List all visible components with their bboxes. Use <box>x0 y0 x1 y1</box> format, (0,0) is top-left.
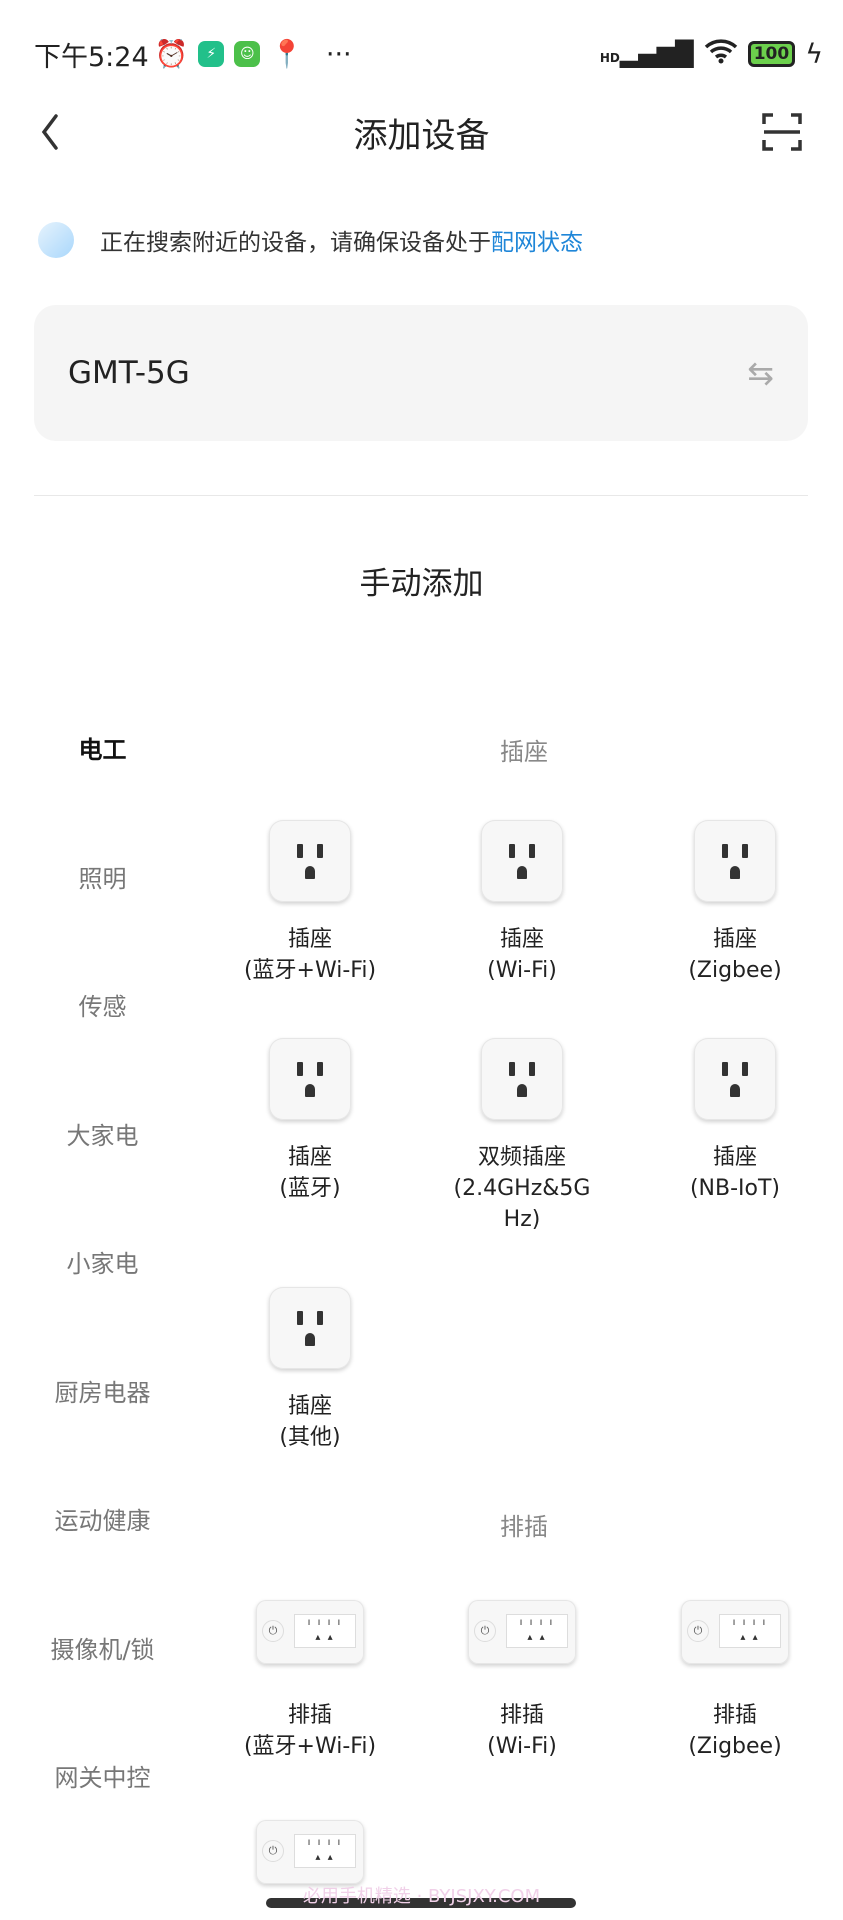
device-item[interactable]: 插座 (Zigbee) <box>625 820 843 986</box>
divider <box>34 495 808 496</box>
device-item[interactable]: 插座 (NB-IoT) <box>625 1038 843 1204</box>
wifi-icon <box>704 38 738 71</box>
green-app-icon: ☺ <box>234 41 261 67</box>
power-strip-icon: ⏻ı ı ı ı▴ ▴ <box>468 1600 576 1664</box>
scan-button[interactable] <box>762 112 802 152</box>
socket-icon <box>694 1038 776 1120</box>
sidebar-item[interactable]: 小家电 <box>66 1250 139 1278</box>
device-name: 插座 <box>287 1394 332 1419</box>
sidebar-item[interactable]: 网关中控 <box>54 1764 151 1792</box>
status-bar: 下午5:24 ⏰ ⚡ ☺ 📍 ··· HD▂▄▆█ 100 ϟ <box>34 32 823 76</box>
socket-icon <box>269 1287 351 1369</box>
socket-icon <box>481 820 563 902</box>
device-protocol: (蓝牙+Wi-Fi) <box>243 1734 377 1759</box>
device-name: 插座 <box>712 1145 757 1170</box>
more-notifications: ··· <box>325 38 352 70</box>
device-name: 插座 <box>712 927 757 952</box>
socket-icon <box>269 1038 351 1120</box>
back-button[interactable] <box>34 110 68 154</box>
device-protocol: (蓝牙) <box>279 1176 341 1201</box>
device-protocol: (Wi-Fi) <box>487 958 557 983</box>
wifi-selector[interactable]: GMT-5G ⇆ <box>34 305 808 441</box>
device-protocol: (Wi-Fi) <box>487 1734 557 1759</box>
network-mode-link[interactable]: 配网状态 <box>491 230 583 256</box>
sidebar-item[interactable]: 厨房电器 <box>54 1378 151 1407</box>
device-name: 插座 <box>287 927 332 952</box>
map-app-icon: 📍 <box>270 39 304 70</box>
device-protocol: (其他) <box>279 1425 341 1450</box>
power-strip-icon: ⏻ı ı ı ı▴ ▴ <box>681 1600 789 1664</box>
device-name: 排插 <box>287 1703 332 1728</box>
device-item[interactable]: ⏻ı ı ı ı▴ ▴ 排插 (Wi-Fi) <box>412 1600 632 1762</box>
search-hint: 正在搜索附近的设备，请确保设备处于配网状态 <box>38 222 583 258</box>
device-name: 插座 <box>499 927 544 952</box>
swap-icon[interactable]: ⇆ <box>747 354 774 392</box>
wifi-ssid: GMT-5G <box>68 355 190 391</box>
power-icon: ⏻ <box>687 1620 709 1642</box>
manual-add-title: 手动添加 <box>359 566 484 602</box>
socket-icon <box>269 820 351 902</box>
device-protocol-cont: Hz) <box>503 1207 541 1232</box>
watermark: 必用手机精选 · BYJSJXY.COM <box>302 1886 541 1907</box>
device-item[interactable]: ⏻ı ı ı ı▴ ▴ <box>200 1820 420 1920</box>
hd-label: HD <box>599 51 620 65</box>
power-strip-icon: ⏻ı ı ı ı▴ ▴ <box>256 1600 364 1664</box>
device-name: 插座 <box>287 1145 332 1170</box>
power-strip-icon: ⏻ı ı ı ı▴ ▴ <box>256 1820 364 1884</box>
device-protocol: (蓝牙+Wi-Fi) <box>243 958 377 983</box>
sidebar-item[interactable]: 运动健康 <box>54 1507 151 1535</box>
device-item[interactable]: 插座 (蓝牙) <box>200 1038 420 1204</box>
alarm-icon: ⏰ <box>154 39 189 70</box>
loading-spinner-icon <box>38 222 74 258</box>
home-indicator[interactable] <box>266 1898 576 1908</box>
socket-icon <box>694 820 776 902</box>
device-name: 双频插座 <box>477 1145 566 1170</box>
sidebar-item[interactable]: 传感 <box>78 993 127 1021</box>
section-title: 插座 <box>500 738 548 766</box>
section-title: 排插 <box>500 1513 548 1541</box>
chevron-left-icon <box>41 114 58 150</box>
device-item[interactable]: 插座 (Wi-Fi) <box>412 820 632 986</box>
clock: 下午5:24 <box>34 41 149 73</box>
device-item[interactable]: 插座 (蓝牙+Wi-Fi) <box>200 820 420 986</box>
device-name: 排插 <box>712 1703 757 1728</box>
hint-text: 正在搜索附近的设备，请确保设备处于 <box>100 230 491 256</box>
charging-icon: ϟ <box>805 38 823 70</box>
sidebar-item[interactable]: 摄像机/锁 <box>50 1635 155 1664</box>
security-app-icon: ⚡ <box>198 41 225 67</box>
socket-icon <box>481 1038 563 1120</box>
sidebar-item[interactable]: 大家电 <box>66 1121 139 1150</box>
sidebar-item[interactable]: 照明 <box>78 864 127 893</box>
scan-icon <box>762 113 802 151</box>
device-protocol: (NB-IoT) <box>689 1176 781 1201</box>
device-protocol: (2.4GHz&5G <box>453 1176 591 1201</box>
sidebar-item[interactable]: 电工 <box>78 736 127 764</box>
device-item[interactable]: ⏻ı ı ı ı▴ ▴ 排插 (Zigbee) <box>625 1600 843 1762</box>
battery-level: 100 <box>753 44 790 64</box>
device-name: 排插 <box>499 1703 544 1728</box>
device-item[interactable]: 插座 (其他) <box>200 1287 420 1453</box>
device-protocol: (Zigbee) <box>688 1734 782 1759</box>
device-item[interactable]: ⏻ı ı ı ı▴ ▴ 排插 (蓝牙+Wi-Fi) <box>200 1600 420 1762</box>
device-item[interactable]: 双频插座 (2.4GHz&5G Hz) <box>412 1038 632 1235</box>
battery-icon: 100 <box>747 41 796 67</box>
power-icon: ⏻ <box>262 1840 284 1862</box>
device-protocol: (Zigbee) <box>688 958 782 983</box>
page-title: 添加设备 <box>353 116 490 156</box>
power-icon: ⏻ <box>262 1620 284 1642</box>
power-icon: ⏻ <box>474 1620 496 1642</box>
signal-icon: HD▂▄▆█ <box>599 40 694 68</box>
